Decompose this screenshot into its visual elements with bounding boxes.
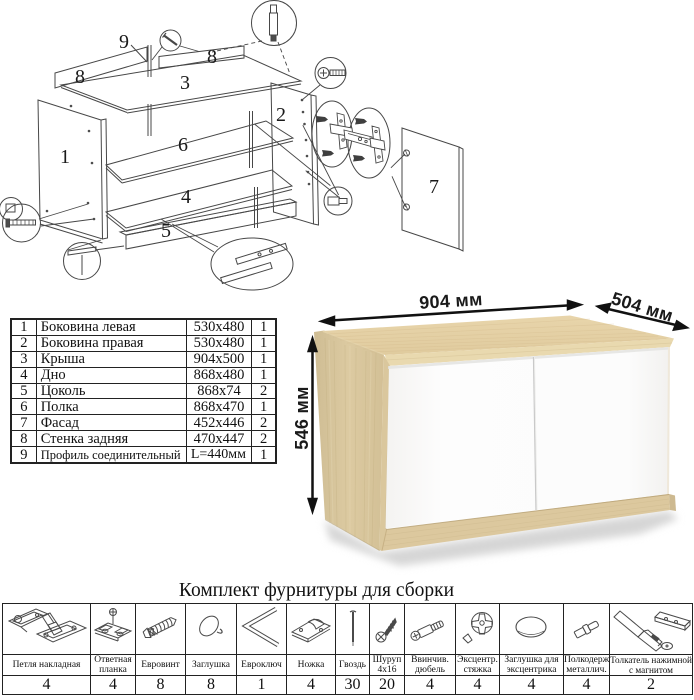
svg-text:3: 3 [180,72,190,94]
svg-text:504 мм: 504 мм [609,288,676,326]
svg-text:5: 5 [161,220,171,242]
svg-text:8: 8 [75,66,85,88]
svg-text:6: 6 [178,134,188,156]
svg-text:4: 4 [181,186,191,208]
svg-text:7: 7 [429,176,439,198]
svg-text:9: 9 [119,31,129,53]
svg-text:904 мм: 904 мм [419,289,484,313]
svg-text:546 мм: 546 мм [292,386,312,449]
svg-text:8: 8 [207,46,217,68]
svg-text:1: 1 [60,146,70,168]
svg-text:2: 2 [276,104,286,126]
